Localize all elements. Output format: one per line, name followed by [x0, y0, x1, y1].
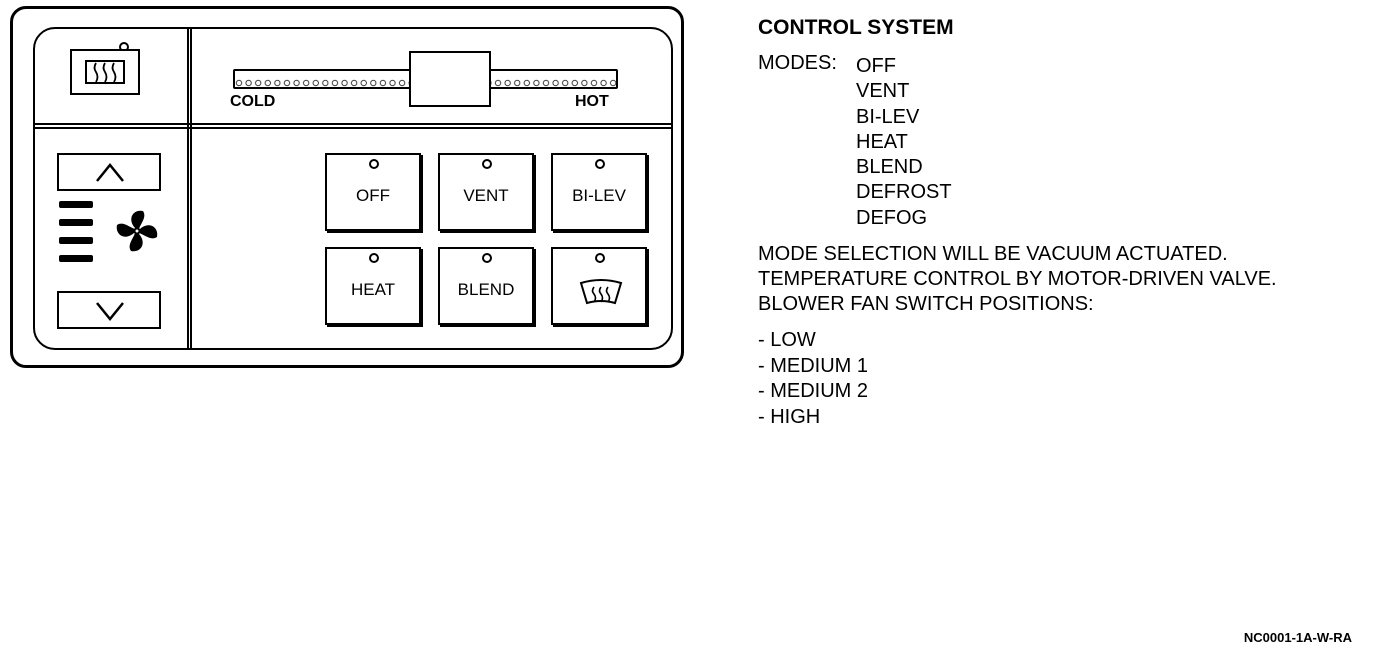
cold-label: COLD	[230, 93, 276, 110]
mode-button-defrost[interactable]	[551, 247, 647, 325]
fan-speed-level-bars	[59, 201, 93, 273]
mode-button-off[interactable]: OFF	[325, 153, 421, 231]
fan-level-bar	[59, 237, 93, 244]
fan-position-item: - HIGH	[758, 405, 821, 428]
mode-indicator-led	[369, 159, 379, 169]
mode-button-label: OFF	[356, 186, 390, 205]
control-panel-face: COLD HOT	[33, 27, 673, 350]
mode-button-label: BI-LEV	[572, 186, 626, 205]
mode-button-label: BLEND	[457, 280, 515, 299]
fan-position-item: - MEDIUM 1	[758, 354, 868, 377]
mode-indicator-led	[482, 253, 492, 263]
description-line: TEMPERATURE CONTROL BY MOTOR-DRIVEN VALV…	[758, 268, 1277, 290]
mode-button-label: VENT	[463, 186, 509, 205]
mode-indicator-led	[369, 253, 379, 263]
mode-button-blend[interactable]: BLEND	[438, 247, 534, 325]
description-block: MODE SELECTION WILL BE VACUUM ACTUATED. …	[758, 242, 1277, 317]
control-panel: COLD HOT	[10, 6, 684, 368]
modes-label: MODES:	[758, 52, 837, 74]
fan-level-bar	[59, 201, 93, 208]
modes-list: OFF VENT BI-LEV HEAT BLEND DEFROST DEFOG	[856, 54, 952, 231]
mode-button-heat[interactable]: HEAT	[325, 247, 421, 325]
defog-icon	[85, 60, 125, 84]
defog-button[interactable]	[70, 49, 140, 95]
mode-list-item: BLEND	[856, 156, 923, 179]
mode-indicator-led	[482, 159, 492, 169]
fan-positions-list: - LOW - MEDIUM 1 - MEDIUM 2 - HIGH	[758, 328, 868, 430]
mode-button-label: HEAT	[350, 280, 396, 299]
fan-icon	[116, 210, 158, 252]
mode-list-item: VENT	[856, 80, 910, 103]
mode-list-item: OFF	[856, 55, 896, 77]
fan-position-item: - LOW	[758, 329, 816, 351]
description-line: BLOWER FAN SWITCH POSITIONS:	[758, 293, 1094, 315]
mode-button-bi-lev[interactable]: BI-LEV	[551, 153, 647, 231]
temperature-slider-knob[interactable]	[409, 51, 491, 107]
fan-speed-up-button[interactable]	[57, 153, 161, 191]
mode-indicator-led	[595, 253, 605, 263]
figure-code: NC0001-1A-W-RA	[1243, 630, 1352, 645]
fan-speed-down-button[interactable]	[57, 291, 161, 329]
hot-label: HOT	[575, 93, 609, 110]
mode-list-item: DEFOG	[856, 206, 928, 229]
chevron-up-icon	[96, 163, 124, 182]
fan-level-bar	[59, 255, 93, 262]
defrost-icon	[579, 279, 623, 305]
vertical-divider	[187, 29, 192, 348]
fan-position-item: - MEDIUM 2	[758, 380, 868, 402]
mode-list-item: BI-LEV	[856, 105, 920, 128]
control-system-title: CONTROL SYSTEM	[758, 16, 954, 39]
fan-level-bar	[59, 219, 93, 226]
mode-list-item: HEAT	[856, 130, 908, 153]
chevron-down-icon	[96, 302, 124, 321]
mode-list-item: DEFROST	[856, 181, 952, 204]
mode-indicator-led	[595, 159, 605, 169]
mode-button-vent[interactable]: VENT	[438, 153, 534, 231]
description-line: MODE SELECTION WILL BE VACUUM ACTUATED.	[758, 243, 1228, 265]
horizontal-divider	[35, 123, 671, 129]
